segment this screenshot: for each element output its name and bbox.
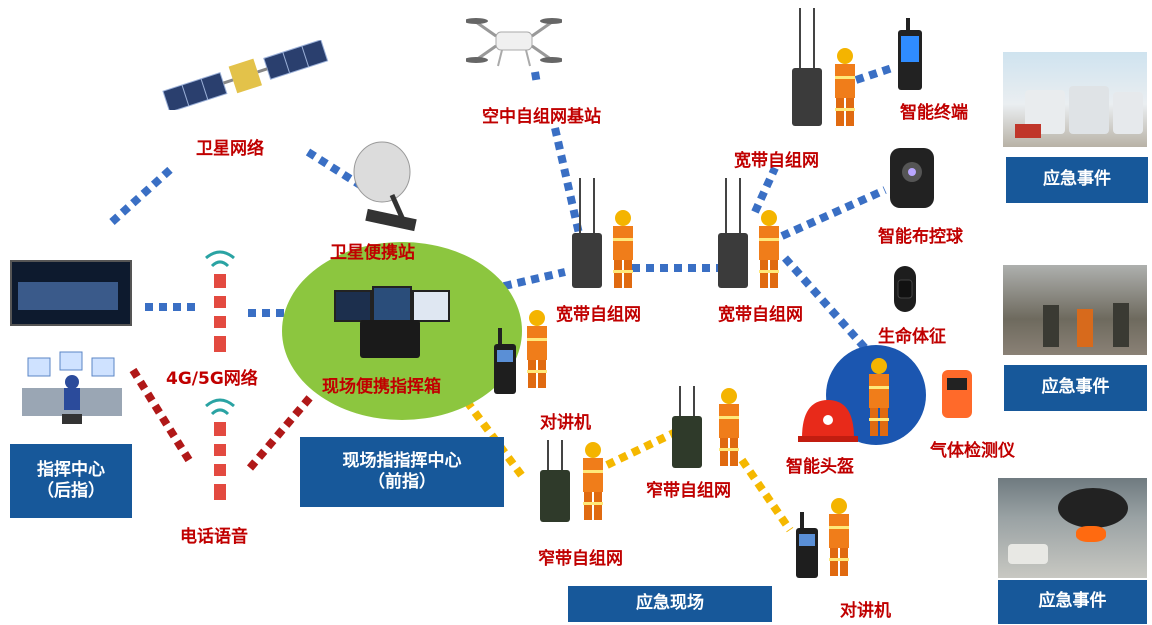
box-event-2: 应急事件 — [1004, 365, 1147, 411]
smart-helmet-icon — [798, 400, 858, 442]
firefighter-icon — [829, 498, 849, 576]
link-broadband-up — [751, 166, 779, 214]
narrowband-radio-icon — [672, 386, 702, 468]
walkie-talkie-icon — [796, 512, 818, 578]
label-walkie-talkie-2: 对讲机 — [840, 601, 891, 621]
portable-command-case — [360, 320, 420, 358]
firefighter-icon — [583, 442, 603, 520]
firefighter-icon — [527, 310, 547, 388]
label-broadband-right: 宽带自组网 — [718, 305, 803, 325]
cellular-tower-icon — [205, 250, 235, 352]
label-air-base-station: 空中自组网基站 — [482, 107, 601, 127]
label-narrowband-low: 窄带自组网 — [538, 549, 623, 569]
firefighter-icon — [759, 210, 779, 288]
label-walkie-talkie-1: 对讲机 — [540, 413, 591, 433]
broadband-radio-icon — [572, 178, 602, 288]
narrowband-radio-icon — [540, 440, 570, 522]
label-narrowband-mid: 窄带自组网 — [646, 481, 731, 501]
label-broadband-top: 宽带自组网 — [734, 151, 819, 171]
portable-screen-left — [334, 290, 372, 322]
gas-detector-icon — [942, 370, 972, 418]
drone-icon — [466, 18, 562, 67]
label-satellite-portable: 卫星便携站 — [330, 243, 415, 263]
smart-terminal-icon — [898, 18, 922, 90]
link-to-helmet-circle — [782, 255, 868, 351]
satellite-icon — [162, 40, 329, 110]
operator-desk-icon — [22, 351, 122, 424]
label-cellular: 4G/5G网络 — [166, 369, 258, 389]
event-photo-tanks — [1003, 52, 1147, 147]
link-narrowband-chain — [605, 426, 682, 469]
link-phone-right — [246, 392, 316, 471]
link-to-ball — [780, 186, 887, 240]
label-phone-voice: 电话语音 — [180, 527, 248, 547]
broadband-radio-icon — [792, 8, 822, 126]
firefighter-icon — [613, 210, 633, 288]
link-drone-to-broadband — [551, 127, 584, 239]
label-smart-terminal: 智能终端 — [900, 103, 968, 123]
link-narrowband-down — [738, 457, 794, 533]
vital-bracelet-icon — [894, 266, 916, 312]
box-event-3: 应急事件 — [998, 580, 1147, 624]
event-photo-fire — [998, 478, 1147, 578]
command-screen-panel — [18, 282, 118, 310]
firefighter-icon — [835, 48, 855, 126]
firefighter-icon — [719, 388, 739, 466]
label-broadband-mid: 宽带自组网 — [556, 305, 641, 325]
label-vital-signs: 生命体征 — [878, 327, 946, 347]
link-to-terminal — [854, 63, 897, 84]
box-command-center: 指挥中心 （后指） — [10, 444, 132, 518]
phone-tower-icon — [205, 398, 235, 500]
link-phone-left — [129, 367, 196, 468]
portable-screen-right — [412, 290, 450, 322]
label-gas-detector: 气体检测仪 — [930, 441, 1015, 461]
walkie-talkie-icon — [494, 328, 516, 394]
box-event-1: 应急事件 — [1006, 157, 1148, 203]
label-smart-helmet: 智能头盔 — [786, 457, 854, 477]
broadband-radio-icon — [718, 178, 748, 288]
label-smart-ball: 智能布控球 — [878, 227, 963, 247]
box-field-command: 现场指指挥中心 （前指） — [300, 437, 504, 507]
portable-screen-mid — [372, 286, 412, 322]
link-satellite-to-command — [109, 165, 175, 225]
smart-ball-camera-icon — [890, 148, 934, 208]
box-emergency-site: 应急现场 — [568, 586, 772, 622]
label-portable-command-box: 现场便携指挥箱 — [322, 377, 441, 397]
label-satellite-network: 卫星网络 — [196, 139, 264, 159]
link-drone-vertical — [531, 71, 541, 85]
satellite-dish-icon — [353, 141, 417, 232]
firefighter-icon — [869, 358, 889, 436]
event-photo-firefight — [1003, 265, 1147, 355]
